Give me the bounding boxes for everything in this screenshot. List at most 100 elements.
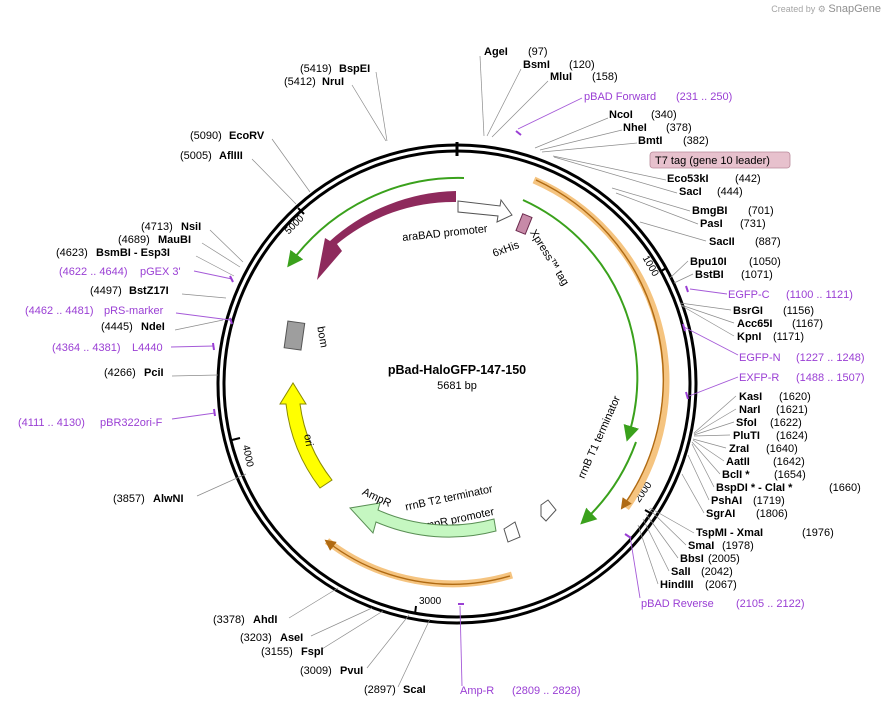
t7-tag-box: [649, 151, 791, 169]
svg-text:BspDI * - ClaI *: BspDI * - ClaI *: [716, 482, 793, 494]
svg-text:1000: 1000: [640, 254, 661, 279]
orange-band-upper: [532, 176, 670, 511]
svg-text:PluTI: PluTI: [733, 430, 760, 442]
primer-pBAD-Reverse: pBAD Reverse (2105 .. 2122): [624, 533, 805, 610]
svg-text:KasI: KasI: [739, 391, 762, 403]
primer-Amp-R: Amp-R (2809 .. 2828): [458, 603, 581, 697]
svg-text:(5005): (5005): [180, 150, 212, 162]
svg-text:(887): (887): [755, 236, 781, 248]
enzyme-KasI: KasI(1620): [693, 391, 811, 434]
enzyme-ScaI: (2897)ScaI: [364, 618, 431, 696]
svg-text:(4364 .. 4381): (4364 .. 4381): [52, 342, 121, 354]
primer-EGFP-N: EGFP-N (1227 .. 1248): [682, 323, 865, 364]
enzyme-NruI: (5412)NruI: [284, 76, 387, 142]
svg-text:(1654): (1654): [774, 469, 806, 481]
enzyme-MluI: MluI(158): [491, 71, 618, 138]
svg-text:BsmBI - Esp3I: BsmBI - Esp3I: [96, 247, 170, 259]
enzyme-AatII: AatII(1642): [692, 439, 805, 468]
primer-EGFP-C: EGFP-C (1100 .. 1121): [685, 285, 853, 301]
enzyme-PshAI: PshAI (1719): [687, 454, 785, 507]
primer-EXFP-R: EXFP-R (1488 .. 1507): [685, 372, 865, 400]
svg-text:(1976): (1976): [802, 527, 834, 539]
enzyme-BspEI: (5419)BspEI: [300, 63, 388, 142]
svg-text:EGFP-N: EGFP-N: [739, 352, 781, 364]
xpress-tag-label: Xpress™ tag: [527, 228, 571, 288]
enzyme-ZraI: ZraI(1640): [692, 438, 798, 455]
enzyme-AhdI: (3378)AhdI: [213, 587, 339, 626]
svg-text:(231 .. 250): (231 .. 250): [676, 91, 732, 103]
svg-text:(2897): (2897): [364, 684, 396, 696]
svg-text:pGEX 3': pGEX 3': [140, 266, 181, 278]
svg-text:(2105 .. 2122): (2105 .. 2122): [736, 598, 805, 610]
svg-text:KpnI: KpnI: [737, 331, 761, 343]
enzyme-SacII: SacII(887): [639, 221, 781, 248]
svg-text:(5090): (5090): [190, 130, 222, 142]
svg-text:NsiI: NsiI: [181, 221, 201, 233]
tick-5000: 5000: [283, 207, 307, 237]
enzyme-KpnI: KpnI(1171): [681, 305, 804, 343]
ampR-feature: [349, 502, 497, 538]
svg-text:(4689): (4689): [118, 234, 150, 246]
svg-text:SalI: SalI: [671, 566, 691, 578]
svg-text:(1622): (1622): [770, 417, 802, 429]
credit-text: Created by: [771, 4, 816, 14]
svg-text:HindIII: HindIII: [660, 579, 694, 591]
enzyme-NarI: NarI(1621): [693, 404, 808, 435]
primer-pRS-marker: (4462 .. 4481) pRS-marker: [25, 305, 233, 325]
enzyme-NcoI: NcoI(340): [534, 109, 677, 149]
enzyme-PciI: (4266)PciI: [104, 367, 219, 379]
svg-text:(1806): (1806): [756, 508, 788, 520]
svg-text:Acc65I: Acc65I: [737, 318, 772, 330]
tag-block: [515, 213, 533, 235]
enzyme-BclI: BclI *(1654): [691, 441, 806, 481]
svg-text:(1167): (1167): [792, 318, 823, 330]
rrnB-T1-terminator-shape: [540, 499, 557, 522]
enzyme-BsmBI-Esp3I: (4623)BsmBI - Esp3I: [56, 247, 235, 277]
ori-feature: [279, 382, 333, 489]
svg-text:(4111 .. 4130): (4111 .. 4130): [18, 417, 85, 429]
svg-text:(1719): (1719): [753, 495, 785, 507]
enzyme-SmaI: SmaI(1978): [648, 508, 754, 552]
enzyme-SfoI: SfoI(1622): [693, 417, 802, 436]
enzyme-AseI: (3203)AseI: [240, 607, 373, 644]
svg-text:ZraI: ZraI: [729, 443, 749, 455]
svg-text:BstBI: BstBI: [695, 269, 724, 281]
tick-3000: 3000: [414, 596, 442, 615]
enzyme-PasI: PasI(731): [615, 192, 766, 230]
enzyme-SacI: SacI(444): [553, 156, 743, 198]
svg-text:FspI: FspI: [301, 646, 324, 658]
svg-text:(3857): (3857): [113, 493, 145, 505]
green-arrow-left: [287, 176, 465, 268]
svg-text:(1050): (1050): [749, 256, 781, 268]
enzyme-Bpu10I: Bpu10I(1050): [669, 256, 781, 279]
plasmid-size: 5681 bp: [437, 380, 477, 392]
svg-text:(378): (378): [666, 122, 692, 134]
svg-text:(340): (340): [651, 109, 677, 121]
svg-text:4000: 4000: [240, 444, 255, 468]
enzyme-AlwNI: (3857)AlwNI: [113, 473, 247, 505]
svg-text:EXFP-R: EXFP-R: [739, 372, 779, 384]
svg-text:(4622 .. 4644): (4622 .. 4644): [59, 266, 128, 278]
svg-text:(4462 .. 4481): (4462 .. 4481): [25, 305, 94, 317]
svg-text:(442): (442): [735, 173, 761, 185]
svg-text:(444): (444): [717, 186, 743, 198]
svg-text:pRS-marker: pRS-marker: [104, 305, 164, 317]
bom-feature: [283, 320, 306, 351]
svg-text:AflIII: AflIII: [219, 150, 243, 162]
svg-text:PshAI: PshAI: [711, 495, 742, 507]
svg-text:(1156): (1156): [783, 305, 814, 317]
green-arrow-lower: [580, 441, 637, 525]
svg-text:(3009): (3009): [300, 665, 332, 677]
svg-text:NruI: NruI: [322, 76, 344, 88]
svg-text:AseI: AseI: [280, 632, 303, 644]
primer-pBR322ori-F: (4111 .. 4130) pBR322ori-F: [18, 408, 216, 429]
svg-text:PvuI: PvuI: [340, 665, 363, 677]
svg-text:3000: 3000: [419, 596, 442, 607]
tick-4000: 4000: [231, 437, 255, 469]
enzyme-PvuI: (3009) PvuI: [300, 614, 410, 677]
svg-text:BmtI: BmtI: [638, 135, 662, 147]
svg-text:(97): (97): [528, 46, 548, 58]
enzyme-BstBI: BstBI(1071): [673, 269, 773, 284]
enzyme-NdeI: (4445)NdeI: [101, 319, 224, 333]
enzyme-MauBI: (4689)MauBI: [118, 234, 241, 268]
